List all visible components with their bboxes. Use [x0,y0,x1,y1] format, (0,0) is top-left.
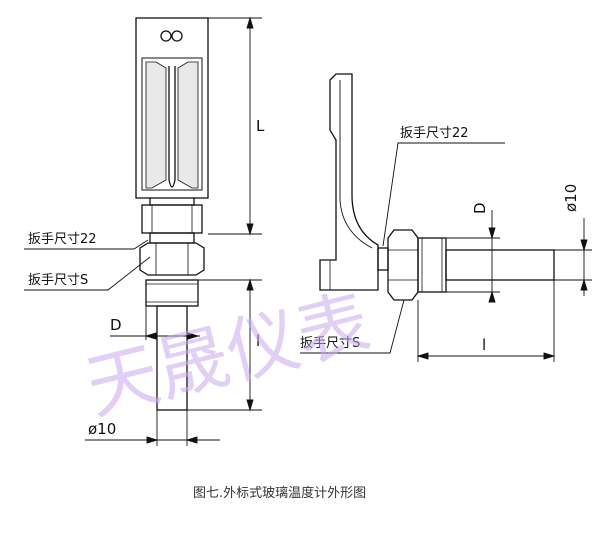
figure-caption: 图七.外标式玻璃温度计外形图 [193,485,366,501]
left-dimensions [24,16,262,446]
dim-D-right-text: D [471,202,489,214]
leader-wrench22-left [24,239,149,250]
left-housing [135,17,209,199]
label-wrenchS-left: 扳手尺寸S [28,272,88,288]
right-dimensions [300,142,592,362]
right-view [319,73,555,301]
right-neck [377,247,389,271]
right-housing-inner [339,80,373,249]
left-neck [149,198,195,206]
left-hex22-nut [141,204,203,234]
watermark: 天晟仪表 [78,279,378,430]
left-window-shade-l [145,61,167,189]
right-housing [319,73,379,291]
left-hexS-nut [139,242,205,276]
leader-wrench22-right [382,142,505,247]
dim-phi10-left-text: ø10 [88,420,116,438]
label-wrenchS-right: 扳手尺寸S [300,335,360,351]
leader-wrenchS-left [24,256,151,291]
dim-l-right-text: l [482,336,486,354]
label-wrench22-left: 扳手尺寸22 [28,231,97,247]
left-stem [156,305,188,411]
right-stem [445,249,555,281]
left-window-shade-r [177,61,199,189]
left-window-frame [141,57,203,191]
left-view [135,17,209,411]
right-hexS-nut [387,229,419,301]
left-bulb [168,179,176,188]
dim-phi10-right-text: ø10 [562,184,580,212]
leader-wrenchS-right [300,299,405,354]
dim-L-text: L [256,117,265,135]
left-top-hole-1 [160,30,172,42]
dim-l-text: l [256,332,260,350]
dim-D-left-text: D [110,316,122,334]
left-collar [149,232,195,244]
label-wrench22-right: 扳手尺寸22 [400,125,469,141]
left-top-hole-2 [171,30,183,42]
